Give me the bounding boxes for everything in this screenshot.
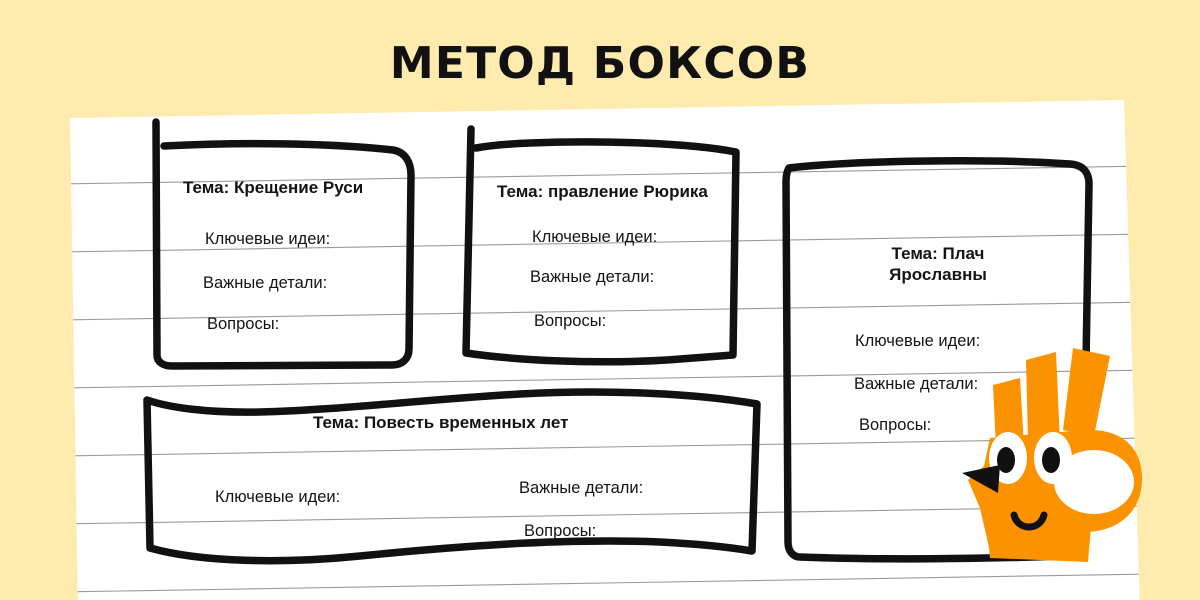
rule-line [70,165,1140,185]
box-outline-pravlenie-ryurika[interactable] [462,125,740,366]
rule-line [70,505,1140,525]
rule-line [70,369,1140,389]
box-topic-povest-vremennyh-let: Тема: Повесть временных лет [313,413,569,432]
box-important-details-plach-yaroslavny: Важные детали: [854,375,979,393]
fox-body-group [962,348,1143,562]
box-questions-krechenie-rusi: Вопросы: [207,315,280,333]
fox-ear-middle-icon [1026,352,1060,442]
box-topic-plach-yaroslavny-line1: Тема: Плач [891,244,985,263]
box-questions-povest-vremennyh-let: Вопросы: [524,522,597,540]
rule-line [70,233,1140,253]
box-questions-plach-yaroslavny: Вопросы: [859,416,932,434]
box-key-ideas-krechenie-rusi: Ключевые идеи: [205,230,331,248]
box-important-details-povest-vremennyh-let: Важные детали: [519,479,644,497]
fox-ear-right-icon [1063,348,1110,436]
box-topic-pravlenie-ryurika: Тема: правление Рюрика [497,182,708,201]
rule-lines-group [70,165,1140,593]
fox-pupil-right-icon [1042,447,1060,473]
box-questions-pravlenie-ryurika: Вопросы: [534,312,607,330]
fox-pupil-left-icon [997,447,1015,473]
box-outline-povest-vremennyh-let[interactable] [143,388,761,565]
fox-snout-icon [1054,450,1134,514]
fox-smile-icon [1010,511,1048,531]
page-title: МЕТОД БОКСОВ [389,38,811,89]
box-important-details-pravlenie-ryurika: Важные детали: [530,268,655,286]
rule-line [70,573,1140,593]
box-key-ideas-povest-vremennyh-let: Ключевые идеи: [215,488,341,506]
box-outline-krechenie-rusi[interactable] [152,118,415,370]
box-topic-krechenie-rusi: Тема: Крещение Руси [183,178,364,197]
fox-mascot [962,348,1143,562]
fox-jaw-icon [986,516,1092,562]
box-topic-plach-yaroslavny-line2: Ярославны [889,265,987,284]
paper-surface [70,100,1140,600]
rule-line [70,437,1140,457]
box-key-ideas-pravlenie-ryurika: Ключевые идеи: [532,228,658,246]
box-key-ideas-plach-yaroslavny: Ключевые идеи: [855,332,981,350]
fox-nose-icon [962,465,1000,493]
box-important-details-krechenie-rusi: Важные детали: [203,274,328,292]
rule-line [70,301,1140,321]
fox-ear-left-icon [993,378,1024,448]
